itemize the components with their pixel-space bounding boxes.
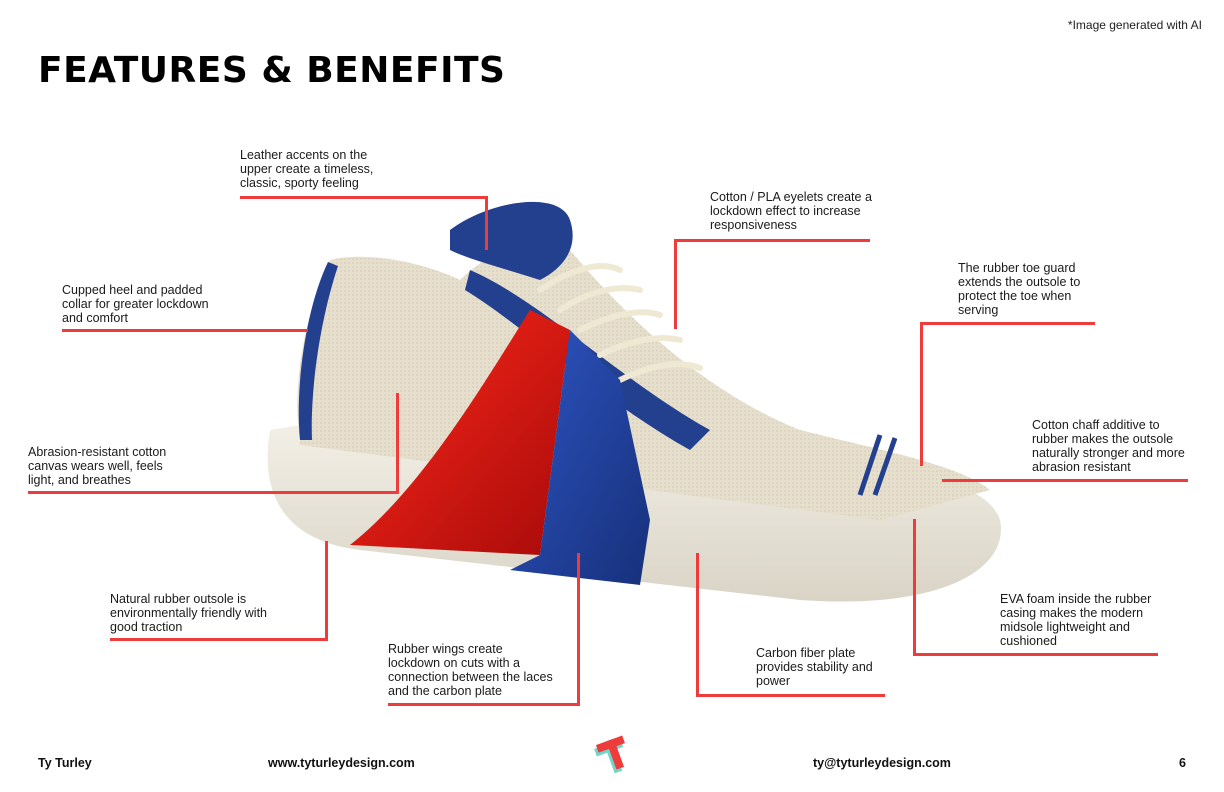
leader-toe-v (920, 322, 923, 466)
callout-carbon: Carbon fiber plate provides stability an… (756, 646, 873, 688)
callout-leather: Leather accents on the upper create a ti… (240, 148, 374, 190)
callout-wings: Rubber wings create lockdown on cuts wit… (388, 642, 553, 698)
callout-toe-guard: The rubber toe guard extends the outsole… (958, 261, 1081, 317)
leader-wings-v (577, 553, 580, 706)
leader-leather-v (485, 196, 488, 250)
leader-carbon-h (696, 694, 885, 697)
leader-carbon-v (696, 553, 699, 697)
leader-canvas-h (28, 491, 399, 494)
leader-eva-h (913, 653, 1158, 656)
leader-outsole-v (325, 541, 328, 641)
leader-outsole-h (110, 638, 328, 641)
callout-canvas: Abrasion-resistant cotton canvas wears w… (28, 445, 167, 487)
leader-chaff-h (942, 479, 1188, 482)
leader-wings-h (388, 703, 580, 706)
leader-eva-v (913, 519, 916, 656)
footer-website[interactable]: www.tyturleydesign.com (268, 756, 415, 770)
callout-heel: Cupped heel and padded collar for greate… (62, 283, 209, 325)
tt-logo-icon (594, 735, 625, 774)
laces (537, 263, 703, 383)
page-number: 6 (1179, 756, 1186, 770)
heel-collar (298, 262, 338, 440)
callout-eva: EVA foam inside the rubber casing makes … (1000, 592, 1152, 648)
leader-eyelets-h (674, 239, 870, 242)
callout-eyelets: Cotton / PLA eyelets create a lockdown e… (710, 190, 872, 232)
tongue (450, 201, 573, 280)
callout-outsole: Natural rubber outsole is environmentall… (110, 592, 268, 634)
footer-name: Ty Turley (38, 756, 92, 770)
leader-canvas-v (396, 393, 399, 494)
blue-rubber-wing (510, 330, 650, 585)
footer-email[interactable]: ty@tyturleydesign.com (813, 756, 951, 770)
page-title: FEATURES & BENEFITS (38, 50, 506, 91)
leader-eyelets-v (674, 239, 677, 329)
callout-chaff: Cotton chaff additive to rubber makes th… (1032, 418, 1185, 474)
leader-heel-h (62, 329, 308, 332)
leader-toe-h (920, 322, 1095, 325)
toe-stripes (857, 434, 898, 496)
ai-image-note: *Image generated with AI (1067, 18, 1202, 32)
red-rubber-wing (350, 310, 570, 555)
leader-leather-h (240, 196, 487, 199)
sneaker-illustration (267, 201, 1001, 602)
